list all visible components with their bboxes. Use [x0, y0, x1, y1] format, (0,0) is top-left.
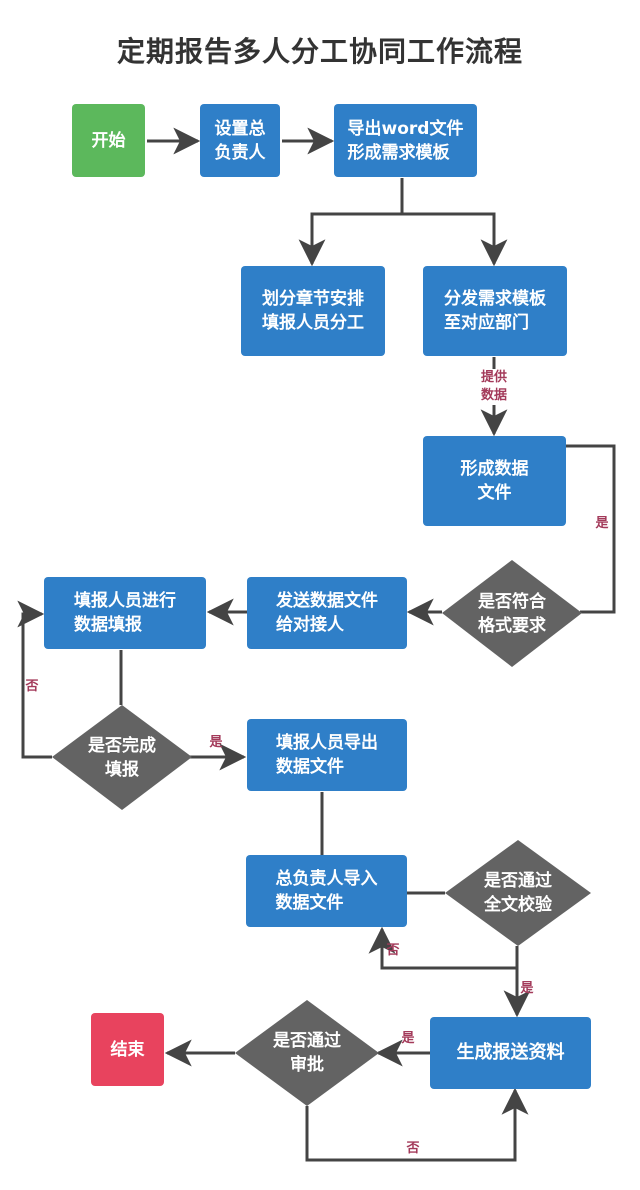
form-data-file-label: 形成数据 文件: [460, 459, 529, 503]
divide-chapters-node: 划分章节安排 填报人员分工: [241, 266, 385, 356]
export-data-file-node: 填报人员导出 数据文件: [247, 719, 407, 791]
edge-fill-no-loop: [17, 600, 52, 759]
end-label: 结束: [110, 1039, 145, 1060]
generate-report-node: 生成报送资料: [430, 1017, 591, 1089]
check-approval-label: 是否通过 审批: [273, 1031, 341, 1075]
export-word-node: 导出word文件 形成需求模板: [334, 104, 477, 177]
fill-yes-label: 是: [209, 735, 223, 750]
check-fill-done-decision: 是否完成 填报: [52, 705, 192, 810]
form-data-file-node: 形成数据 文件: [423, 436, 566, 526]
set-owner-label: 设置总 负责人: [214, 118, 266, 163]
edge-approval-no: [305, 1087, 529, 1162]
set-owner-node: 设置总 负责人: [200, 104, 280, 177]
generate-report-label: 生成报送资料: [456, 1042, 565, 1063]
check-full-text-decision: 是否通过 全文校验: [445, 840, 591, 946]
check-approval-decision: 是否通过 审批: [235, 1000, 379, 1106]
start-label: 开始: [91, 130, 126, 151]
fill-data-node: 填报人员进行 数据填报: [44, 577, 206, 649]
export-data-file-label: 填报人员导出 数据文件: [276, 733, 378, 777]
start-node: 开始: [72, 104, 145, 177]
distribute-template-label: 分发需求模板 至对应部门: [444, 289, 546, 333]
export-word-label: 导出word文件 形成需求模板: [347, 118, 464, 163]
diagram-title: 定期报告多人分工协同工作流程: [116, 35, 523, 68]
edge-export-to-divide: [298, 178, 404, 267]
approval-no-label: 否: [406, 1141, 420, 1156]
distribute-template-node: 分发需求模板 至对应部门: [423, 266, 567, 356]
send-data-file-node: 发送数据文件 给对接人: [247, 577, 407, 649]
import-data-file-node: 总负责人导入 数据文件: [246, 855, 407, 927]
approval-yes-label: 是: [401, 1031, 415, 1046]
edge-export-to-distribute: [402, 212, 508, 267]
provide-data-label: 提供 数据: [478, 369, 510, 405]
fill-data-label: 填报人员进行 数据填报: [74, 591, 176, 635]
fill-no-label: 否: [25, 679, 39, 694]
check-full-text-label: 是否通过 全文校验: [484, 871, 552, 915]
check-format-decision: 是否符合 格式要求: [442, 560, 582, 667]
fulltext-no-label: 否: [386, 943, 400, 958]
check-fill-done-label: 是否完成 填报: [88, 735, 156, 780]
fulltext-yes-label: 是: [520, 981, 534, 996]
divide-chapters-label: 划分章节安排 填报人员分工: [262, 289, 364, 333]
edge-form-to-check-format: [566, 444, 616, 614]
end-node: 结束: [91, 1013, 164, 1086]
format-yes-label: 是: [595, 516, 609, 531]
check-format-label: 是否符合 格式要求: [478, 591, 546, 636]
send-data-file-label: 发送数据文件 给对接人: [276, 591, 378, 635]
import-data-file-label: 总负责人导入 数据文件: [275, 869, 378, 913]
